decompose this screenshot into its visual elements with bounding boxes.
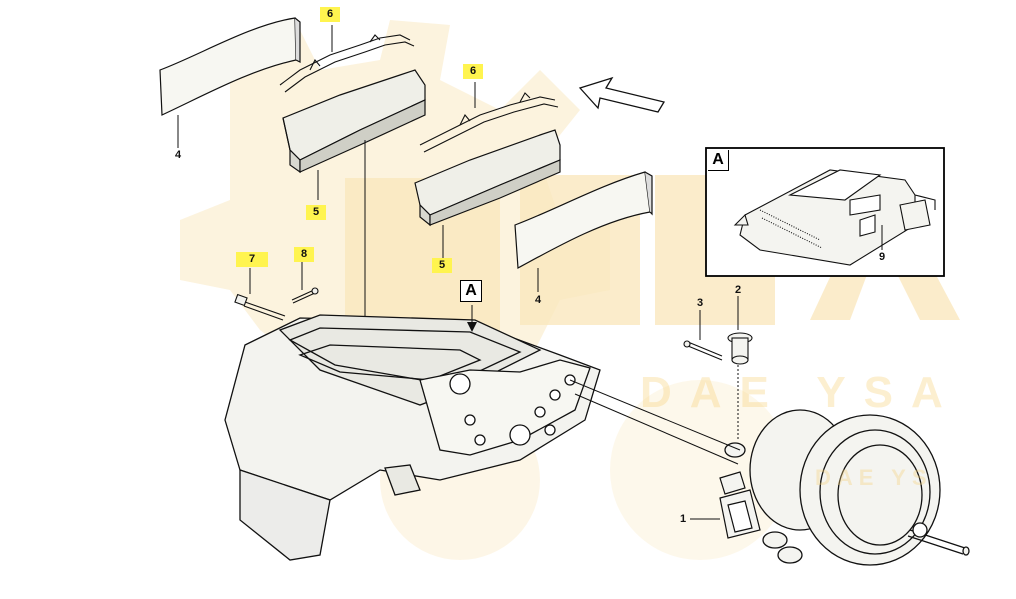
- brake-pad-5-middle: [414, 129, 561, 227]
- callout-4-right: 4: [534, 294, 542, 306]
- detail-label-a-inset: A: [708, 150, 729, 171]
- pivot-pin-2: [727, 332, 753, 365]
- brake-pad-5-top: [282, 69, 426, 174]
- detail-inset-a: [705, 147, 945, 277]
- pin-3: [683, 340, 723, 361]
- brake-pad-backing-4-top: [159, 17, 301, 116]
- callout-7: 7: [236, 252, 268, 267]
- retaining-spring-6-middle: [419, 92, 559, 153]
- detail-label-a-main: A: [460, 280, 482, 302]
- callout-2: 2: [734, 284, 742, 296]
- brake-chamber-actuator: [724, 409, 970, 566]
- callout-9: 9: [878, 251, 886, 263]
- callout-5-middle: 5: [432, 258, 452, 273]
- callout-4-top: 4: [174, 149, 182, 161]
- watermark-text-sub2: DAE YS: [815, 465, 933, 490]
- direction-arrow: [578, 76, 666, 113]
- caliper-housing: [224, 314, 601, 561]
- retaining-spring-6-top: [279, 34, 415, 93]
- bracket-1: [719, 471, 761, 539]
- callout-1: 1: [679, 513, 687, 525]
- callout-6-top: 6: [320, 7, 340, 22]
- pin-8: [291, 287, 319, 304]
- callout-8: 8: [294, 247, 314, 262]
- watermark-text-sub: DAE YSA: [640, 368, 961, 417]
- callout-5-top: 5: [306, 205, 326, 220]
- brake-pad-backing-4-right: [514, 171, 653, 269]
- callout-3: 3: [696, 297, 704, 309]
- callout-6-middle: 6: [463, 64, 483, 79]
- bolt-7: [234, 293, 286, 321]
